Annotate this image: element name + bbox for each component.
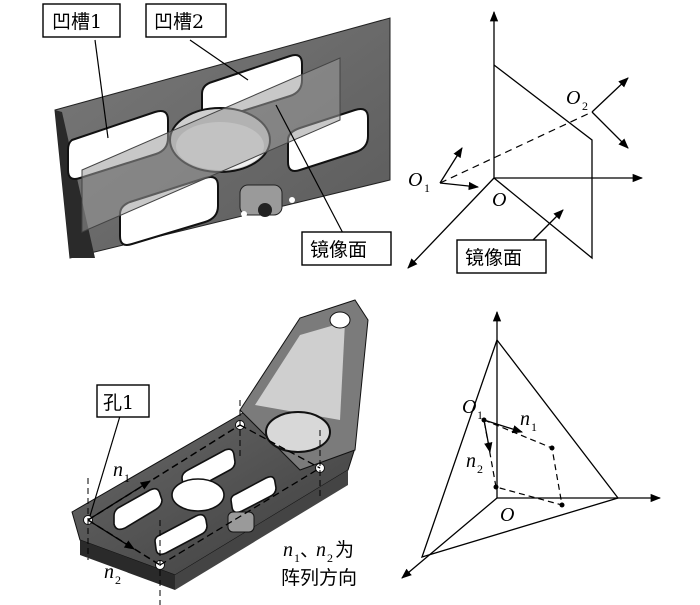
svg-text:镜像面: 镜像面 — [310, 239, 367, 261]
svg-text:n: n — [316, 539, 326, 561]
y-axis-bottom — [401, 497, 498, 579]
array-geometry-diagram — [401, 310, 662, 579]
mirror-plane-outline — [493, 64, 593, 260]
plate-model-view — [54, 17, 391, 259]
label-o1-top-sub: 1 — [424, 181, 430, 195]
label-n2-right-sub: 2 — [477, 462, 483, 476]
label-n1-right-sub: 1 — [531, 420, 537, 434]
svg-text:阵列方向: 阵列方向 — [281, 567, 357, 589]
label-groove2: 凹槽2 — [145, 3, 227, 38]
groove2-leader — [189, 39, 249, 81]
svg-text:为: 为 — [335, 539, 354, 561]
label-o-bottom: O — [500, 504, 514, 526]
boss — [239, 184, 295, 217]
label-mirror-plane-left: 镜像面 — [301, 231, 392, 266]
hole1-leader — [89, 415, 121, 517]
groove1-leader — [94, 39, 109, 139]
label-hole1: 孔1 — [96, 384, 150, 418]
y-axis — [407, 177, 495, 269]
label-n2-right: n — [466, 450, 476, 472]
o1-o2-link — [439, 111, 593, 184]
array-parallelogram — [483, 419, 563, 506]
label-o-top: O — [492, 189, 506, 211]
mirror-geometry-diagram — [407, 10, 644, 269]
bracket-model-view — [71, 299, 369, 605]
label-groove1: 凹槽1 — [42, 3, 121, 38]
n1-direction-line — [87, 424, 241, 521]
svg-text:2: 2 — [327, 551, 333, 565]
svg-text:n: n — [283, 539, 293, 561]
array-direction-caption: n 1 、 n 2 为 阵列方向 — [281, 539, 357, 589]
label-n2-left-sub: 2 — [115, 573, 121, 587]
label-o1-bottom-sub: 1 — [477, 408, 483, 422]
label-mirror-plane-right: 镜像面 — [456, 239, 547, 274]
label-n1-left: n — [113, 459, 123, 481]
svg-text:镜像面: 镜像面 — [465, 247, 522, 269]
label-o2-top: O — [566, 87, 580, 109]
label-o1-bottom: O — [462, 396, 476, 418]
label-o1-top: O — [408, 169, 422, 191]
svg-text:、: 、 — [300, 539, 319, 561]
label-n1-right: n — [520, 408, 530, 430]
label-n2-left: n — [104, 561, 114, 583]
mirror-plane-leader — [275, 104, 346, 238]
svg-text:孔1: 孔1 — [103, 392, 134, 414]
svg-text:凹槽2: 凹槽2 — [154, 11, 204, 33]
svg-text:凹槽1: 凹槽1 — [52, 11, 102, 33]
label-o2-top-sub: 2 — [582, 99, 588, 113]
svg-text:1: 1 — [294, 551, 300, 565]
label-n1-left-sub: 1 — [124, 471, 130, 485]
